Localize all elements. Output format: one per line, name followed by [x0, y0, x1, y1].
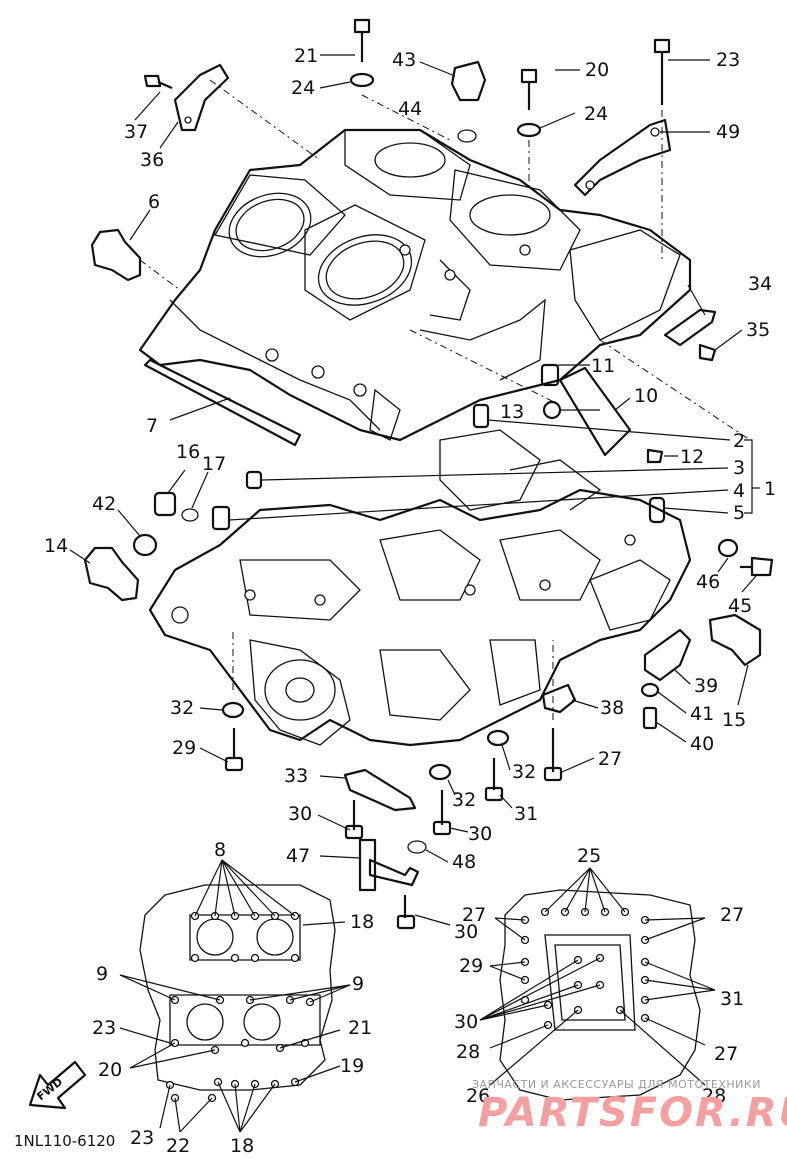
callout-29-top: 29 [172, 737, 196, 759]
watermark-logo: PARTSFOR.RU [478, 1090, 787, 1136]
callout-26: 26 [466, 1085, 490, 1107]
callout-1: 1 [764, 478, 776, 500]
callout-20-bottom: 20 [98, 1059, 122, 1081]
callout-31-bottom: 31 [720, 988, 744, 1010]
callout-29-bottom: 29 [459, 955, 483, 977]
center-lines [139, 79, 751, 720]
callout-2: 2 [733, 430, 745, 452]
callout-3: 3 [733, 457, 745, 479]
callout-17: 17 [202, 453, 226, 475]
callout-45: 45 [728, 595, 752, 617]
callout-27-top: 27 [598, 748, 622, 770]
callout-numbers: 21 24 43 20 23 44 24 37 49 36 6 34 35 11… [44, 45, 776, 1157]
callout-19: 19 [340, 1055, 364, 1077]
callout-40: 40 [690, 733, 714, 755]
callout-6: 6 [148, 191, 160, 213]
fwd-arrow-icon: FWD [28, 1060, 87, 1110]
diagram-code: 1NL110-6120 [14, 1132, 115, 1150]
callout-21-bottom: 21 [348, 1017, 372, 1039]
callout-12: 12 [680, 446, 704, 468]
callout-30-c: 30 [454, 921, 478, 943]
callout-49: 49 [716, 121, 740, 143]
callout-31-top: 31 [514, 803, 538, 825]
callout-9-right: 9 [352, 973, 364, 995]
watermark-tagline: ЗАПЧАСТИ И АКСЕССУАРЫ ДЛЯ МОТОТЕХНИКИ [472, 1078, 761, 1091]
callout-23-top: 23 [716, 49, 740, 71]
callout-15: 15 [722, 709, 746, 731]
callout-46: 46 [696, 571, 720, 593]
callout-43: 43 [392, 49, 416, 71]
callout-36: 36 [140, 149, 164, 171]
callout-21-top: 21 [294, 45, 318, 67]
callout-7: 7 [146, 415, 158, 437]
bolt-pattern-left [139, 884, 336, 1103]
callout-5: 5 [733, 502, 745, 524]
lower-crankcase [148, 429, 692, 747]
callout-32-right: 32 [452, 789, 476, 811]
callout-18-top: 18 [350, 911, 374, 933]
callout-22: 22 [166, 1135, 190, 1157]
callout-32-left: 32 [170, 697, 194, 719]
callout-16: 16 [176, 441, 200, 463]
callout-10: 10 [634, 385, 658, 407]
bolt-pattern-right-leaders [479, 867, 716, 1086]
callout-28-left: 28 [456, 1041, 480, 1063]
callout-8: 8 [214, 839, 226, 861]
callout-48: 48 [452, 851, 476, 873]
callout-27-bottom: 27 [714, 1043, 738, 1065]
callout-42: 42 [92, 493, 116, 515]
callout-11: 11 [591, 355, 615, 377]
callout-37: 37 [124, 121, 148, 143]
callout-24-left: 24 [291, 77, 315, 99]
callout-23-mid: 23 [92, 1017, 116, 1039]
callout-20-top: 20 [585, 59, 609, 81]
callout-14: 14 [44, 535, 68, 557]
callout-4: 4 [733, 480, 745, 502]
upper-crankcase [138, 128, 692, 442]
leader-lines [69, 54, 760, 926]
callout-41: 41 [690, 703, 714, 725]
small-parts [83, 18, 774, 930]
callout-27-right: 27 [720, 904, 744, 926]
callout-32-mid: 32 [512, 761, 536, 783]
callout-25: 25 [577, 845, 601, 867]
callout-27-left: 27 [462, 904, 486, 926]
bolt-pattern-left-leaders [119, 859, 351, 1133]
callout-35: 35 [746, 319, 770, 341]
callout-39: 39 [694, 675, 718, 697]
callout-44: 44 [398, 98, 422, 120]
callout-30-b: 30 [468, 823, 492, 845]
callout-28-right: 28 [702, 1085, 726, 1107]
bolt-pattern-right [499, 889, 701, 1101]
callout-47: 47 [286, 845, 310, 867]
callout-13: 13 [500, 401, 524, 423]
callout-30-d: 30 [454, 1011, 478, 1033]
callout-18-bottom: 18 [230, 1135, 254, 1157]
callout-9-left: 9 [96, 963, 108, 985]
callout-24-right: 24 [584, 103, 608, 125]
callout-38: 38 [600, 697, 624, 719]
callout-23-bottom: 23 [130, 1127, 154, 1149]
callout-33: 33 [284, 765, 308, 787]
callout-34: 34 [748, 273, 772, 295]
callout-30-a: 30 [288, 803, 312, 825]
